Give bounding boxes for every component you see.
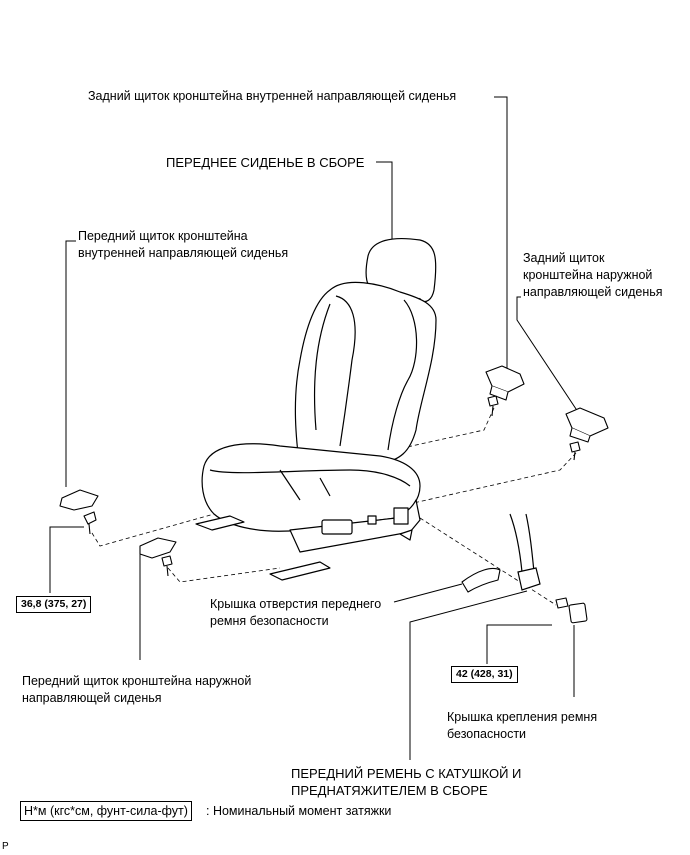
dashed-line-4 xyxy=(167,567,281,583)
seat-illustration xyxy=(195,237,437,581)
legend-unit-box: Н*м (кгс*см, фунт-сила-фут) xyxy=(20,801,192,821)
label-front-seat-assembly: ПЕРЕДНЕЕ СИДЕНЬЕ В СБОРЕ xyxy=(166,155,365,170)
label-rear-outer-cover-2: кронштейна наружной xyxy=(523,268,653,282)
leader-rear-outer-cover xyxy=(516,296,583,419)
label-rear-outer-cover-1: Задний щиток xyxy=(523,251,605,265)
leader-front-seat xyxy=(376,161,393,242)
label-belt-hole-cover-2: ремня безопасности xyxy=(210,614,329,628)
front-outer-cover-part xyxy=(139,537,177,559)
leader-belt-assembly xyxy=(409,590,528,760)
bolt-rear-inner xyxy=(487,395,499,417)
label-front-outer-cover-1: Передний щиток кронштейна наружной xyxy=(22,674,252,688)
leader-rear-inner-cover xyxy=(494,96,508,372)
label-front-inner-cover-1: Передний щиток кронштейна xyxy=(78,229,248,243)
corner-mark: P xyxy=(2,841,9,852)
label-belt-hole-cover-1: Крышка отверстия переднего xyxy=(210,597,382,611)
legend-description: : Номинальный момент затяжки xyxy=(206,804,392,818)
torque-spec-belt-bolt: 42 (428, 31) xyxy=(451,666,518,683)
belt-anchor-cover-part xyxy=(568,602,588,624)
lumbar-switch xyxy=(367,515,377,525)
label-rear-outer-cover-3: направляющей сиденья xyxy=(523,285,663,299)
seat-belt xyxy=(509,513,541,591)
power-seat-switch xyxy=(321,519,353,535)
seat-back xyxy=(294,281,437,471)
leader-torque-belt xyxy=(486,624,552,664)
leader-belt-hole-cover xyxy=(393,583,463,603)
side-knob xyxy=(393,507,409,525)
label-belt-anchor-cover-2: безопасности xyxy=(447,727,527,741)
label-belt-assembly-1: ПЕРЕДНИЙ РЕМЕНЬ С КАТУШКОЙ И xyxy=(291,766,522,781)
label-rear-inner-cover: Задний щиток кронштейна внутренней напра… xyxy=(88,89,457,103)
dashed-line-3 xyxy=(399,452,577,507)
belt-hole-cover-part xyxy=(461,567,501,593)
leader-torque-seat xyxy=(49,526,84,593)
dashed-line-2 xyxy=(379,407,495,454)
bolt-belt xyxy=(555,597,569,609)
dashed-line-1 xyxy=(91,513,215,547)
label-front-inner-cover-2: внутренней направляющей сиденья xyxy=(78,246,289,260)
label-belt-assembly-2: ПРЕДНАТЯЖИТЕЛЕМ В СБОРЕ xyxy=(291,783,488,798)
seat-rail-right xyxy=(269,561,331,581)
dashed-line-5 xyxy=(419,517,557,606)
label-front-outer-cover-2: направляющей сиденья xyxy=(22,691,162,705)
front-inner-cover-part xyxy=(59,489,99,511)
bolt-front-inner xyxy=(83,511,97,535)
bolt-front-outer xyxy=(161,555,173,577)
seat-rail-left xyxy=(195,515,245,531)
torque-spec-seat-bolt: 36,8 (375, 27) xyxy=(16,596,92,613)
bolt-rear-outer xyxy=(569,441,581,461)
label-belt-anchor-cover-1: Крышка крепления ремня xyxy=(447,710,598,724)
leader-front-inner-cover xyxy=(65,240,76,487)
